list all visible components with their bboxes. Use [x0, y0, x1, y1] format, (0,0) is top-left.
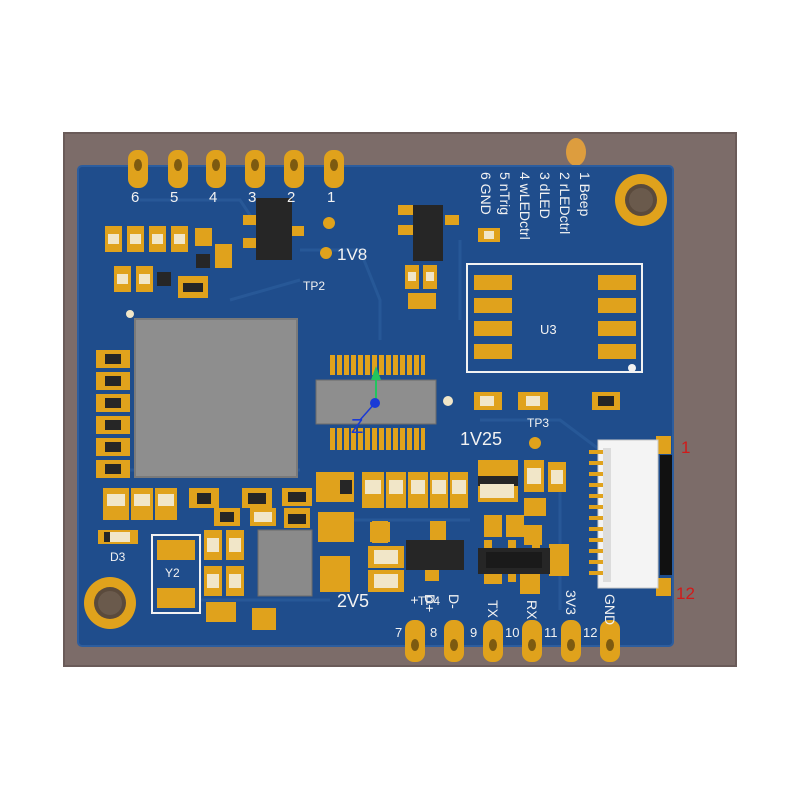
- axis-z-label: Z: [351, 416, 364, 438]
- silk-tp4: TP4: [418, 594, 441, 608]
- connector-pin-12-callout: 12: [676, 584, 695, 603]
- top-pin-5-label: 5: [170, 189, 179, 206]
- tssop-chip: [315, 355, 453, 450]
- bottom-pin-11: 11: [544, 625, 558, 640]
- bottom-pin-9: 9: [470, 625, 478, 640]
- bottom-label-dplus: D+: [422, 594, 438, 613]
- top-pin-3-label: 3: [248, 189, 257, 206]
- mounting-hole-top-right: [615, 174, 667, 226]
- bottom-pin-12: 12: [583, 625, 598, 640]
- u3-chip: [466, 263, 643, 373]
- pin-function-4: 4 wLEDctrl: [517, 172, 533, 240]
- silk-2v5: 2V5: [337, 591, 370, 611]
- silk-d3: D3: [110, 550, 126, 564]
- passives-top-left: [105, 217, 335, 318]
- bottom-label-gnd: GND: [602, 594, 618, 626]
- pin-function-6: 6 GND: [478, 172, 494, 215]
- silk-tp3: TP3: [527, 416, 550, 430]
- ic-sot23-6: [478, 540, 550, 582]
- silk-1v8: 1V8: [337, 245, 368, 264]
- top-pin-4-label: 4: [209, 189, 218, 206]
- bottom-label-plus: +: [407, 596, 423, 605]
- passives-left-column: [96, 350, 130, 478]
- inductor: [257, 529, 313, 597]
- silk-y2: Y2: [165, 566, 180, 580]
- silk-1v25: 1V25: [460, 429, 503, 449]
- transistor-q1: [243, 198, 304, 260]
- pin-function-5: 5 nTrig: [497, 172, 513, 216]
- transistor-q2: [398, 205, 459, 261]
- bottom-label-tx: TX: [485, 600, 501, 618]
- bottom-pin-8: 8: [430, 625, 438, 640]
- diode-d3: [98, 530, 138, 544]
- crystal-y2: [151, 534, 201, 614]
- mounting-hole-bottom-left: [84, 577, 136, 629]
- bottom-pin-10: 10: [505, 625, 520, 640]
- silk-u3: U3: [540, 322, 557, 337]
- main-soc: [135, 319, 297, 477]
- bottom-pin-7: 7: [395, 625, 403, 640]
- silk-tp2: TP2: [303, 279, 326, 293]
- pin-function-1: 1 Beep: [577, 172, 593, 217]
- pin-function-2: 2 rLEDctrl: [557, 172, 573, 235]
- bottom-label-dminus: D-: [446, 594, 462, 609]
- pin-function-3: 3 dLED: [537, 172, 553, 219]
- regulator-1v25: [478, 460, 518, 502]
- top-pin-2-label: 2: [287, 189, 296, 206]
- bottom-label-rx: RX: [524, 600, 540, 620]
- top-pin-6-label: 6: [131, 189, 140, 206]
- bottom-label-3v3: 3V3: [563, 590, 579, 615]
- connector-pin-1-callout: 1: [681, 438, 691, 457]
- top-pin-1-label: 1: [327, 189, 336, 206]
- fpc-connector: [589, 436, 672, 596]
